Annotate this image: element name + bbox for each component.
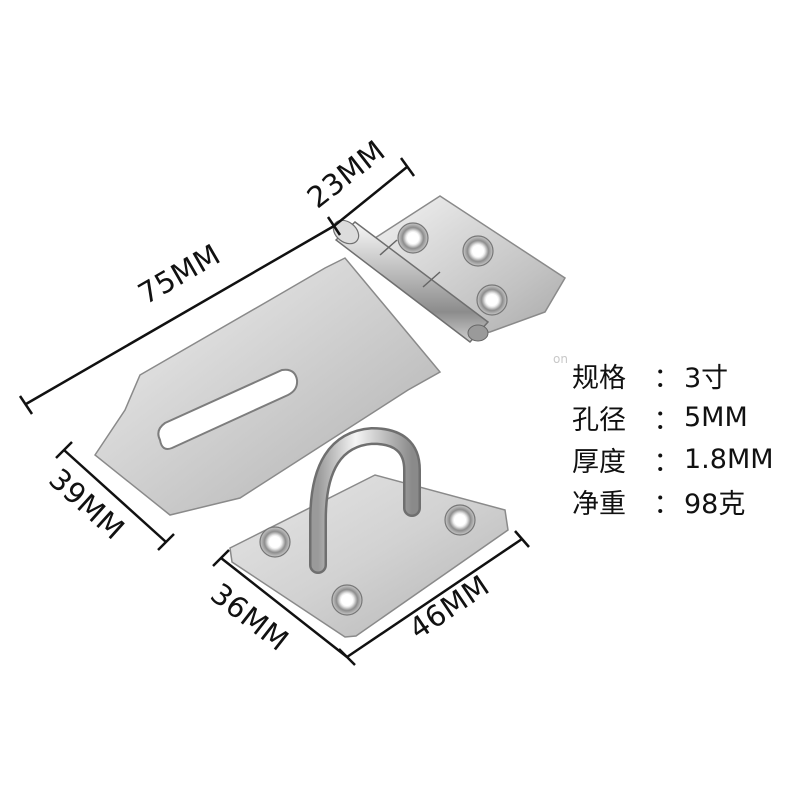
screw-hole xyxy=(472,245,484,257)
spec-row-thickness: 厚度 ： 1.8MM xyxy=(572,438,800,480)
spec-label: 孔径 xyxy=(572,404,626,436)
spec-separator: ： xyxy=(653,446,681,478)
dim-line-hasp-width xyxy=(63,449,167,543)
spec-label: 净重 xyxy=(572,488,626,520)
screw-hole xyxy=(269,536,281,548)
spec-list: 规格 ： 3寸 孔径 ： 5MM 厚度 ： 1.8MM 净重 ： 98克 xyxy=(572,354,800,522)
spec-separator: ： xyxy=(653,362,681,394)
dim-line-staple-width xyxy=(346,537,523,659)
spec-value: 5MM xyxy=(684,401,748,433)
hinge-plate xyxy=(373,195,567,336)
screw-hole xyxy=(407,232,419,244)
screw-hole xyxy=(486,294,498,306)
screw-hole xyxy=(341,594,353,606)
spec-value: 98克 xyxy=(684,488,746,520)
watermark-text: on xyxy=(553,352,568,366)
spec-row-net-weight: 净重 ： 98克 xyxy=(572,480,800,522)
spec-separator: ： xyxy=(653,404,681,436)
spec-label: 规格 xyxy=(572,362,626,394)
dim-line-length xyxy=(25,224,335,406)
staple-plate xyxy=(229,474,509,638)
hasp-slot xyxy=(157,368,299,450)
dimension-lines xyxy=(18,157,530,666)
dim-line-staple-height xyxy=(220,557,348,658)
dim-line-hinge xyxy=(333,166,408,227)
hasp-plate xyxy=(93,257,442,516)
spec-value: 3寸 xyxy=(684,362,729,394)
staple-loop xyxy=(309,426,421,574)
spec-row-hole-diameter: 孔径 ： 5MM xyxy=(572,396,800,438)
spec-row-size: 规格 ： 3寸 xyxy=(572,354,800,396)
screw-hole xyxy=(454,514,466,526)
spec-separator: ： xyxy=(653,488,681,520)
hinge-barrel xyxy=(332,219,490,344)
spec-label: 厚度 xyxy=(572,446,626,478)
spec-value: 1.8MM xyxy=(684,443,774,475)
